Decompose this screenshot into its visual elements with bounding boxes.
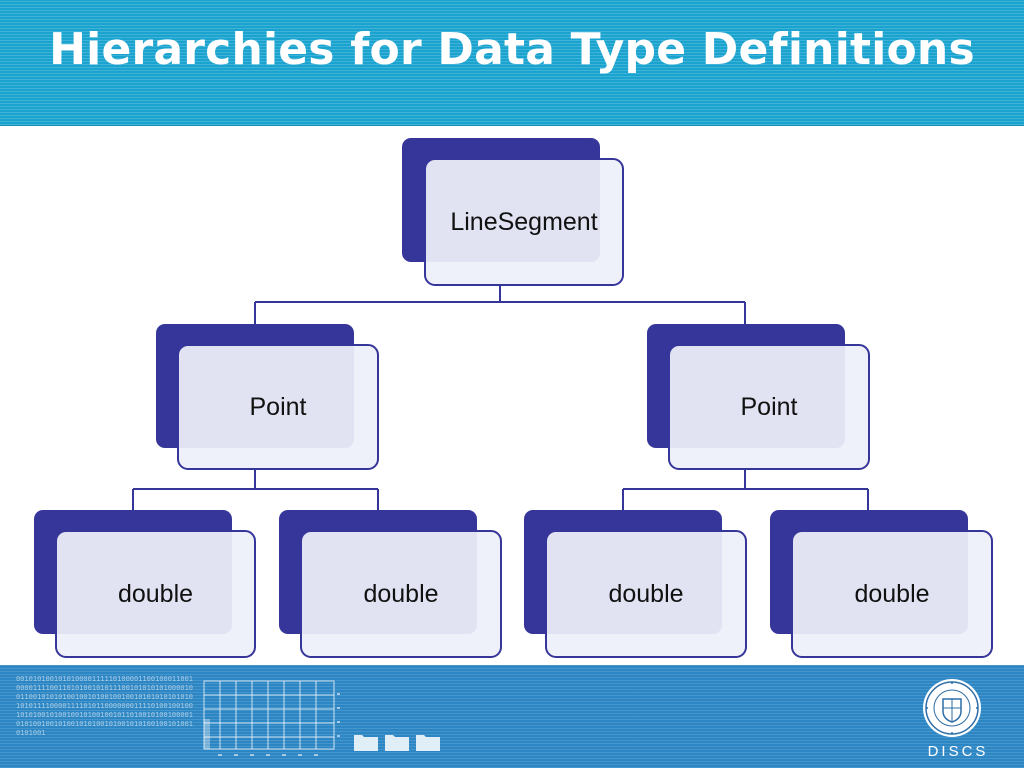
university-seal-icon — [923, 679, 981, 737]
slide-title: Hierarchies for Data Type Definitions — [49, 24, 975, 75]
node-double-1: double — [34, 510, 256, 658]
folder-icon-1 — [354, 735, 378, 751]
node-double-2: double — [279, 510, 502, 658]
hierarchy-diagram: LineSegment Point Point double double do… — [0, 125, 1024, 665]
node-root: LineSegment — [402, 138, 624, 286]
node-double-1-front: double — [55, 530, 256, 658]
node-root-front: LineSegment — [424, 158, 624, 286]
folder-icons — [354, 735, 440, 751]
node-double-4-front: double — [791, 530, 993, 658]
node-label-double-2: double — [363, 579, 439, 608]
node-point-right: Point — [647, 324, 870, 470]
title-band: Hierarchies for Data Type Definitions — [0, 0, 1024, 126]
node-double-3: double — [524, 510, 747, 658]
hierarchy-connectors — [132, 285, 869, 530]
node-point-left-front: Point — [177, 344, 379, 470]
folder-icon-2 — [385, 735, 409, 751]
binary-pattern: 0010101001010100001111101000011001000110… — [16, 675, 194, 737]
node-point-right-front: Point — [668, 344, 870, 470]
node-label-root: LineSegment — [450, 207, 598, 236]
node-double-3-front: double — [545, 530, 747, 658]
node-label-double-4: double — [854, 579, 930, 608]
footer-band: 0010101001010100001111101000011001000110… — [0, 665, 1024, 768]
node-label-double-1: double — [117, 579, 194, 608]
node-label-point-right: Point — [740, 392, 798, 421]
org-label: DISCS — [927, 743, 989, 760]
node-double-2-front: double — [300, 530, 502, 658]
node-double-4: double — [770, 510, 993, 658]
node-label-point-left: Point — [249, 392, 307, 421]
node-point-left: Point — [156, 324, 379, 470]
node-label-double-3: double — [608, 579, 684, 608]
folder-icon-3 — [416, 735, 440, 751]
grid-chart-icon — [203, 680, 340, 756]
